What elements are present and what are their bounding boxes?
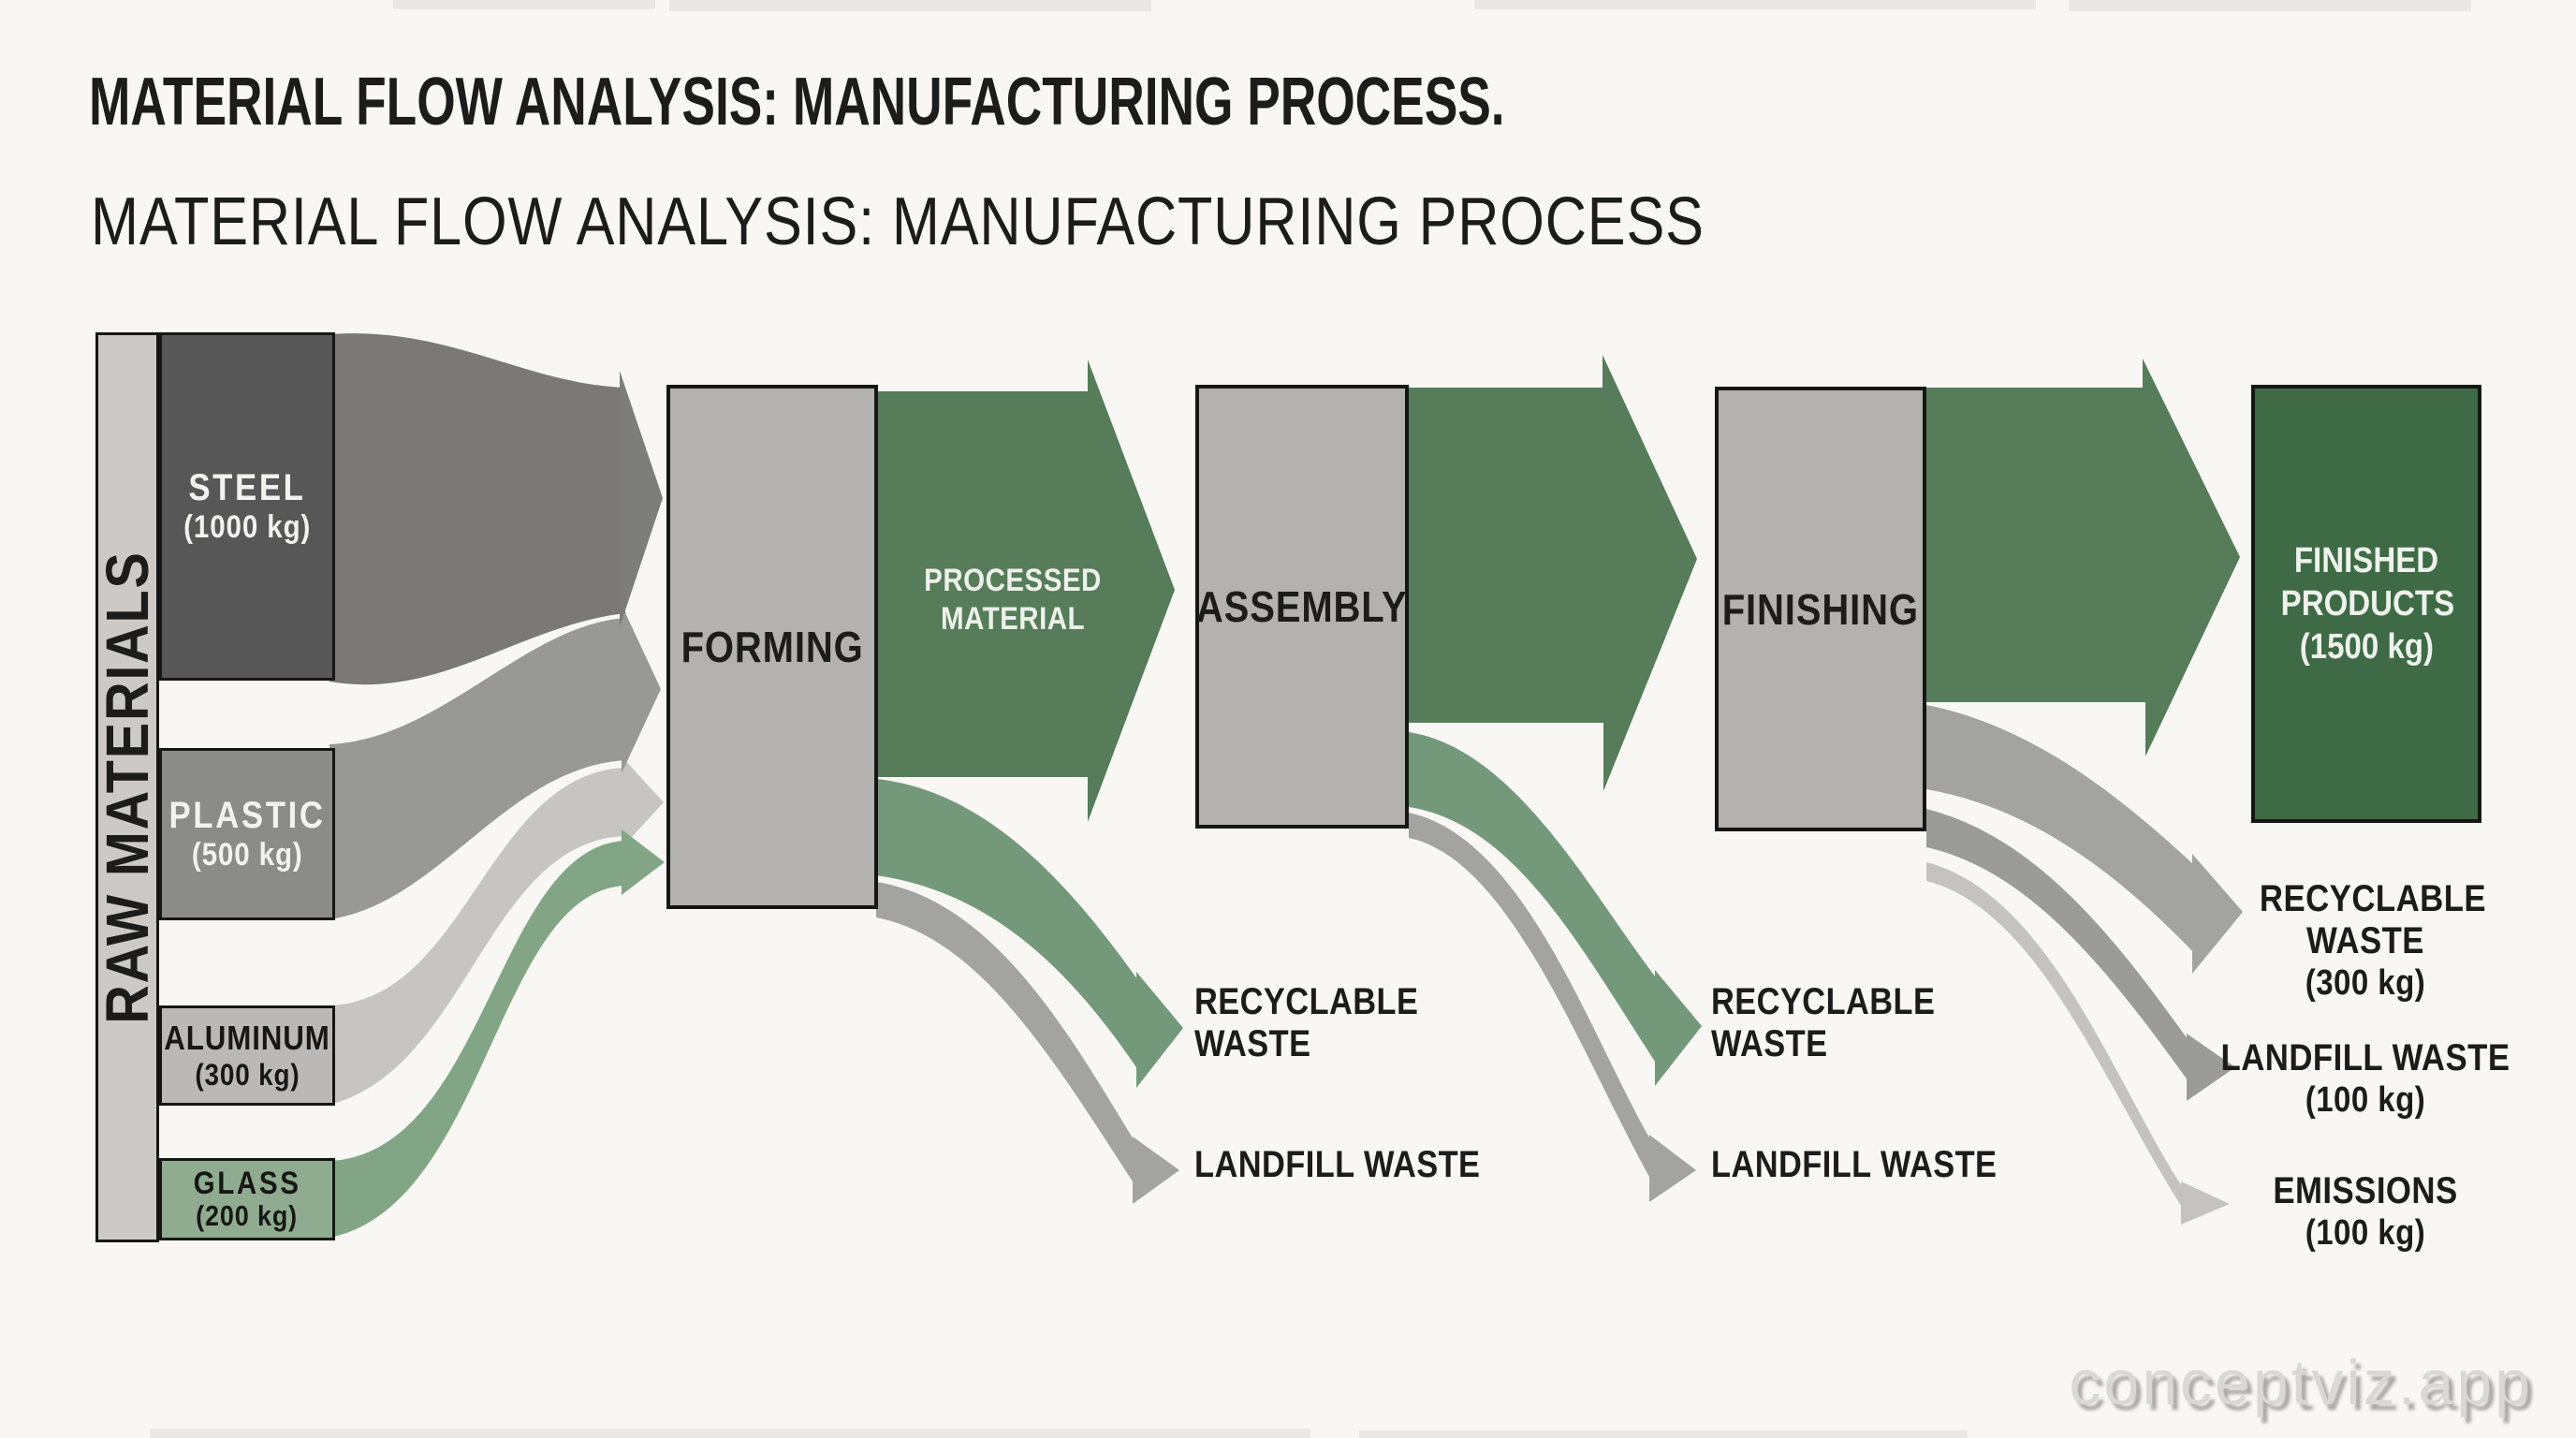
assembly-recyclable-band xyxy=(1409,732,1659,1067)
plastic-flow-arrowhead-icon xyxy=(622,605,661,773)
finishing-emissions-label: EMISSIONS (100 kg) xyxy=(2273,1170,2458,1253)
aluminum-amount: (300 kg) xyxy=(194,1058,300,1092)
finishing-recyclable-band xyxy=(1926,705,2196,955)
processed-material-arrow xyxy=(876,360,1175,822)
cropped-text-fragment xyxy=(1359,1431,1968,1438)
raw-materials-axis-label: RAW MATERIALS xyxy=(94,550,161,1024)
assembly-label: ASSEMBLY xyxy=(1196,582,1408,631)
finishing-landfill-band xyxy=(1926,809,2190,1084)
forming-recyclable-waste-label: RECYCLABLE WASTE xyxy=(1194,981,1419,1064)
finishing-emissions-arrowhead-icon xyxy=(2181,1181,2230,1225)
forming-label: FORMING xyxy=(681,623,864,671)
processed-material-label: PROCESSED MATERIAL xyxy=(924,563,1102,637)
steel-label: STEEL xyxy=(188,467,306,508)
steel-amount: (1000 kg) xyxy=(183,509,312,545)
finished-products-box: FINISHED PRODUCTS (1500 kg) xyxy=(2251,385,2481,823)
glass-box: GLASS (200 kg) xyxy=(159,1158,335,1240)
cropped-text-fragment xyxy=(669,0,1151,11)
aluminum-flow-arrowhead-icon xyxy=(622,756,664,848)
glass-label: GLASS xyxy=(193,1166,301,1201)
finished-products-label: FINISHED PRODUCTS xyxy=(2280,541,2455,624)
aluminum-box: ALUMINUM (300 kg) xyxy=(159,1005,335,1106)
watermark: conceptviz.app xyxy=(2069,1347,2533,1418)
cropped-text-fragment xyxy=(393,0,655,9)
assembly-box: ASSEMBLY xyxy=(1195,385,1409,829)
steel-flow-arrowhead-icon xyxy=(620,371,663,627)
forming-landfill-band xyxy=(876,882,1136,1187)
cropped-text-fragment xyxy=(150,1429,1310,1438)
assembly-recyclable-waste-label: RECYCLABLE WASTE xyxy=(1711,981,1936,1064)
assembly-recyclable-arrowhead-icon xyxy=(1655,970,1702,1086)
aluminum-label: ALUMINUM xyxy=(164,1019,330,1057)
raw-materials-axis: RAW MATERIALS xyxy=(94,332,161,1242)
cropped-text-fragment xyxy=(2069,0,2471,11)
forming-recyclable-arrowhead-icon xyxy=(1136,972,1183,1088)
forming-recyclable-band xyxy=(876,779,1140,1073)
assembly-landfill-arrowhead-icon xyxy=(1649,1135,1696,1202)
finishing-label: FINISHING xyxy=(1721,584,1920,634)
assembly-landfill-waste-label: LANDFILL WASTE xyxy=(1711,1144,1998,1185)
plastic-flow-band xyxy=(329,618,625,919)
finishing-landfill-arrowhead-icon xyxy=(2187,1034,2235,1101)
plastic-label: PLASTIC xyxy=(168,795,326,836)
steel-flow-band xyxy=(329,333,625,685)
forming-box: FORMING xyxy=(666,385,878,909)
finishing-landfill-waste-label: LANDFILL WASTE (100 kg) xyxy=(2220,1037,2510,1120)
plastic-box: PLASTIC (500 kg) xyxy=(159,748,335,920)
forming-landfill-waste-label: LANDFILL WASTE xyxy=(1194,1144,1481,1185)
finishing-output-arrow xyxy=(1925,359,2240,756)
glass-flow-band xyxy=(329,841,625,1238)
finishing-box: FINISHING xyxy=(1715,387,1926,831)
plastic-amount: (500 kg) xyxy=(191,837,303,873)
page-title: MATERIAL FLOW ANALYSIS: MANUFACTURING PR… xyxy=(89,65,1505,139)
cropped-text-fragment xyxy=(1474,0,2036,9)
finishing-recyclable-waste-label: RECYCLABLE WASTE (300 kg) xyxy=(2259,878,2487,1003)
assembly-output-arrow xyxy=(1408,355,1697,791)
glass-flow-arrowhead-icon xyxy=(622,829,665,895)
page-subtitle: MATERIAL FLOW ANALYSIS: MANUFACTURING PR… xyxy=(91,184,1705,259)
forming-landfill-arrowhead-icon xyxy=(1133,1137,1179,1204)
finishing-recyclable-arrowhead-icon xyxy=(2192,854,2243,974)
steel-box: STEEL (1000 kg) xyxy=(159,332,335,681)
aluminum-flow-band xyxy=(329,768,625,1105)
glass-amount: (200 kg) xyxy=(196,1199,299,1232)
finished-products-amount: (1500 kg) xyxy=(2299,627,2434,667)
